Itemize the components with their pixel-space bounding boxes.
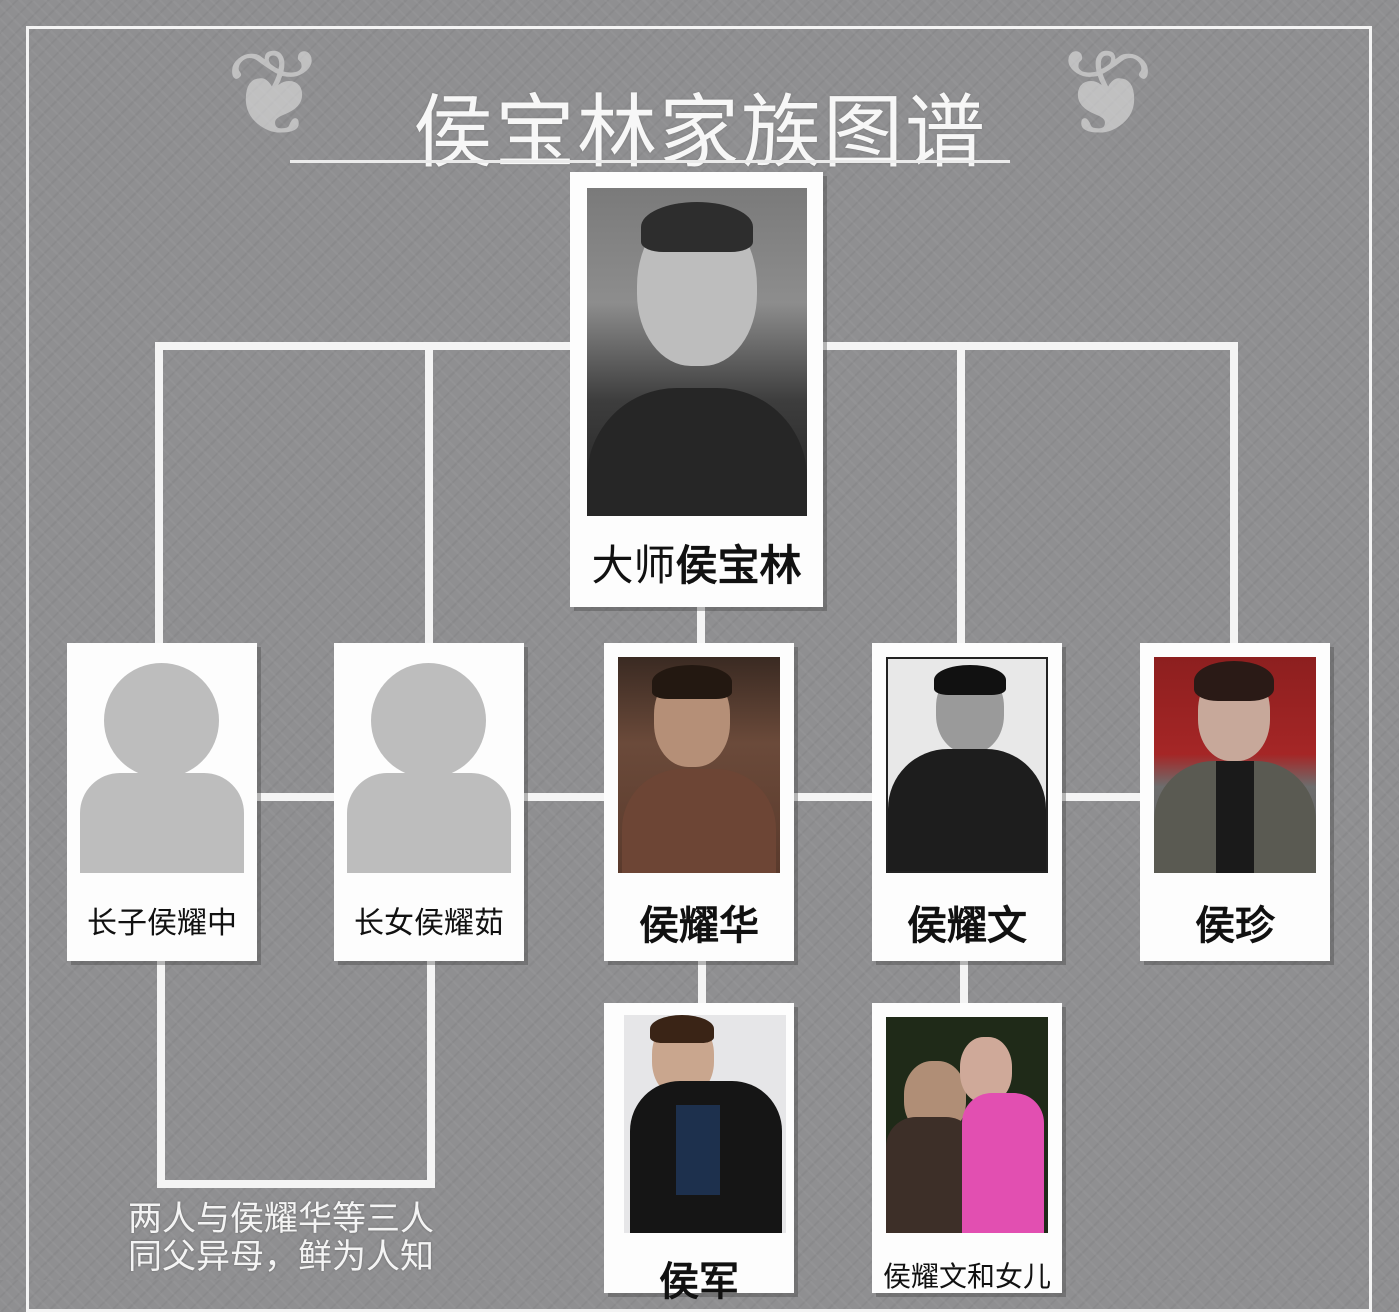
connector-half-sibling-left: [157, 958, 165, 1188]
root-title-prefix: 大师: [591, 541, 676, 590]
child-card[interactable]: 长子侯耀中: [67, 643, 257, 961]
child-name: 侯耀华: [639, 903, 759, 949]
connector-half-sibling-right: [427, 958, 435, 1188]
root-photo: [587, 188, 807, 516]
grandchild-card[interactable]: 侯军: [604, 1003, 794, 1305]
connector-top-right: [820, 342, 1238, 350]
child-name: 侯珍: [1195, 903, 1275, 949]
connector-grandchild-2: [960, 958, 968, 1006]
title-underline: [290, 160, 1010, 163]
title-banner: 侯宝林家族图谱: [270, 30, 1130, 179]
connector-top-left: [155, 342, 575, 350]
grandchild-name: 侯军: [659, 1259, 739, 1305]
note-line-1: 两人与侯耀华等三人: [128, 1199, 434, 1239]
connector-grandchild-1: [698, 958, 706, 1006]
root-name: 侯宝林: [675, 541, 802, 590]
person-placeholder-icon: [80, 663, 244, 873]
child-name: 长子侯耀中: [87, 906, 237, 941]
child-photo: [618, 657, 780, 873]
root-card[interactable]: 大师侯宝林: [570, 172, 823, 607]
child-name: 侯耀文: [907, 903, 1027, 949]
child-card[interactable]: 侯珍: [1140, 643, 1330, 961]
connector-drop-3: [697, 605, 705, 647]
person-placeholder-icon: [347, 663, 511, 873]
connector-half-sibling-bottom: [157, 1180, 435, 1188]
grandchild-name: 侯耀文和女儿: [882, 1260, 1051, 1293]
grandchild-photo: [886, 1017, 1048, 1233]
connector-drop-4: [957, 342, 965, 647]
grandchild-card[interactable]: 侯耀文和女儿: [872, 1003, 1062, 1293]
connector-drop-2: [425, 342, 433, 647]
note-line-2: 同父异母，鲜为人知: [128, 1237, 434, 1277]
child-photo: [886, 657, 1048, 873]
child-photo: [1154, 657, 1316, 873]
child-card[interactable]: 长女侯耀茹: [334, 643, 524, 961]
ornament-left-icon: ❦: [224, 25, 326, 164]
child-card[interactable]: 侯耀文: [872, 643, 1062, 961]
connector-drop-1: [155, 342, 163, 647]
root-name-label: 大师侯宝林: [570, 532, 823, 593]
child-card[interactable]: 侯耀华: [604, 643, 794, 961]
page-title: 侯宝林家族图谱: [413, 86, 987, 179]
connector-drop-5: [1230, 342, 1238, 647]
grandchild-photo: [624, 1015, 786, 1233]
half-sibling-note: 两人与侯耀华等三人 同父异母，鲜为人知: [128, 1200, 434, 1276]
child-name: 长女侯耀茹: [354, 906, 504, 941]
